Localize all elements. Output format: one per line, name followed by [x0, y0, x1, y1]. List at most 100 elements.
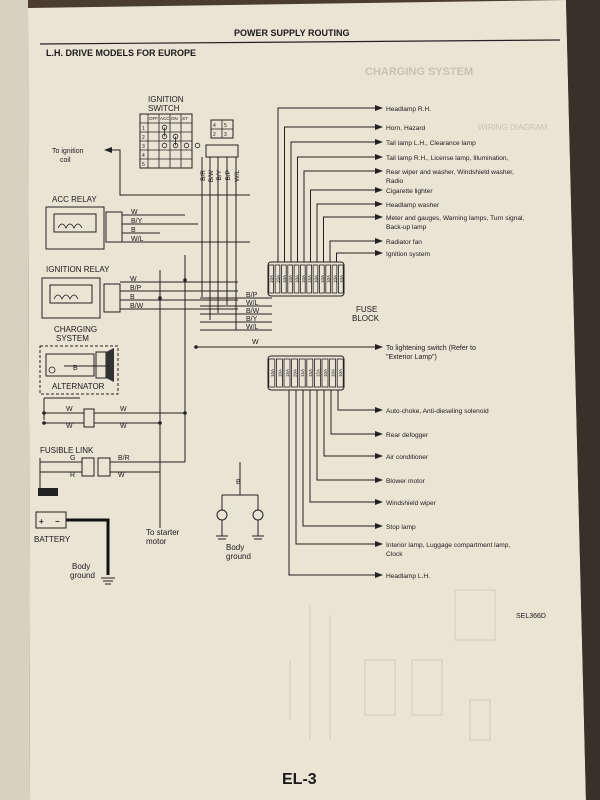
left-page-edge [0, 0, 30, 800]
bg1-line2: ground [70, 571, 95, 580]
ign-wire-label: B/W [130, 303, 144, 310]
top-output-label: Back-up lamp [386, 224, 427, 231]
top-output-label: Ignition system [386, 251, 430, 258]
ign-col-on: ON [171, 116, 178, 121]
fb-line1: FUSE [356, 305, 377, 314]
top-output-label: Tail lamp L.H., Clearance lamp [386, 140, 476, 147]
svg-text:B: B [236, 479, 241, 486]
acc-relay-label: ACC RELAY [52, 195, 97, 204]
ign-row-5: 5 [142, 162, 145, 168]
lighting-switch-output: W To lightening switch (Refer to"Exterio… [194, 339, 476, 361]
acc-wire-label: W/L [131, 236, 144, 243]
coil-line2: coil [60, 157, 71, 164]
ghost-charging-text: CHARGING SYSTEM [365, 66, 473, 78]
charging-system-box [39, 345, 119, 395]
bottom-output-label: Headlamp L.H. [386, 573, 430, 580]
ignition-switch-line2: SWITCH [148, 104, 180, 113]
ign-col-off: OFF [149, 116, 158, 121]
acc-wire-label: B/Y [131, 218, 143, 225]
coil-wire [112, 149, 250, 196]
fuse-rating: 10A [282, 275, 287, 283]
svg-text:4: 4 [213, 123, 216, 129]
svg-text:W: W [118, 472, 125, 479]
top-output-label: Rear wiper and washer, Windshield washer… [386, 169, 514, 176]
ls-line2: "Exterior Lamp") [386, 354, 437, 361]
ign-col-acc: ACC [160, 116, 170, 121]
ign-row-3: 3 [142, 144, 145, 150]
ghost-wiring-text: WIRING DIAGRAM [478, 123, 548, 132]
ign-row-4: 4 [142, 153, 145, 159]
header-rule [39, 39, 561, 45]
fuse-rating: 10A [277, 369, 282, 377]
alternator-label: ALTERNATOR [52, 382, 105, 391]
svg-text:W: W [120, 423, 127, 430]
bottom-output-label: Air conditioner [386, 454, 429, 461]
acc-relay-box [45, 206, 105, 250]
fuse-feed-label: B/P [246, 292, 258, 299]
fuse-rating: 10A [301, 275, 306, 283]
fusible-link: G R B/R W [38, 455, 185, 496]
coil-arrow [104, 147, 112, 153]
switch-wire-label: B/W [208, 169, 215, 182]
starter-line2: motor [146, 537, 167, 546]
fuse-rating: 15A [300, 369, 305, 377]
bottom-output-label: Clock [386, 551, 403, 558]
fuse-rating: 10A [276, 275, 281, 283]
fuse-rating: 10A [326, 275, 331, 283]
svg-text:−: − [55, 517, 60, 526]
top-output-label: Horn, Hazard [386, 125, 426, 132]
fuse-rating: 10A [288, 275, 293, 283]
bottom-output-label: Auto-choke, Anti-dieseling solenoid [386, 408, 489, 415]
page-subtitle: L.H. DRIVE MODELS FOR EUROPE [46, 48, 196, 58]
fuse-rating: 10A [270, 369, 275, 377]
bg2-line1: Body [226, 543, 244, 552]
top-output-label: Tail lamp R.H., License lamp, Illuminati… [386, 155, 509, 162]
alternator-terminal: B [73, 365, 78, 372]
switch-wire-label: B/Y [216, 169, 223, 180]
ign-wire-label: W [130, 276, 137, 283]
page-number: EL-3 [282, 771, 317, 788]
page-title: POWER SUPPLY ROUTING [234, 28, 350, 38]
switch-wire-label: B/P [225, 170, 232, 180]
figure-code: SEL366D [516, 613, 546, 620]
fuse-rating: 10A [295, 275, 300, 283]
fusible-link-label: FUSIBLE LINK [40, 446, 94, 455]
bottom-output-circuits: Auto-choke, Anti-dieseling solenoidRear … [288, 390, 510, 580]
fuse-feed-wires: B/PW/LB/WB/YW/L [200, 292, 272, 331]
switch-plug [205, 144, 239, 158]
fuse-feed-label: B/Y [246, 316, 258, 323]
switch-wire-label: W/L [234, 170, 241, 182]
fuse-rating: 10A [269, 275, 274, 283]
svg-text:W: W [120, 406, 127, 413]
battery-ground-cable [66, 518, 110, 575]
bottom-output-label: Stop lamp [386, 524, 416, 531]
ignition-relay-connector [103, 283, 121, 313]
fuse-rating: 10A [339, 275, 344, 283]
switch-wire-label: B/R [200, 170, 207, 181]
fuse-rating: 10A [338, 369, 343, 377]
svg-text:W: W [66, 406, 73, 413]
fuse-feed-label: W/L [246, 324, 259, 331]
fuse-feed-label: W/L [246, 300, 259, 307]
svg-text:R: R [70, 472, 75, 479]
top-output-label: Meter and gauges, Warning lamps, Turn si… [386, 215, 524, 222]
lighting-switch-label: To lightening switch (Refer to"Exterior … [386, 345, 476, 361]
bottom-output-label: Blower motor [386, 478, 426, 485]
svg-text:5: 5 [224, 123, 227, 129]
starter-line1: To starter [146, 528, 180, 537]
ign-col-st: ST [182, 116, 188, 121]
bottom-output-label: Rear defogger [386, 432, 429, 439]
bottom-output-label: Windshield wiper [386, 500, 437, 507]
fuse-rating: 15A [285, 369, 290, 377]
acc-wire-label: B [131, 227, 136, 234]
acc-relay-wires: WB/YBW/L [122, 209, 250, 243]
svg-text:W: W [252, 339, 259, 346]
ignition-switch-line1: IGNITION [148, 95, 184, 104]
